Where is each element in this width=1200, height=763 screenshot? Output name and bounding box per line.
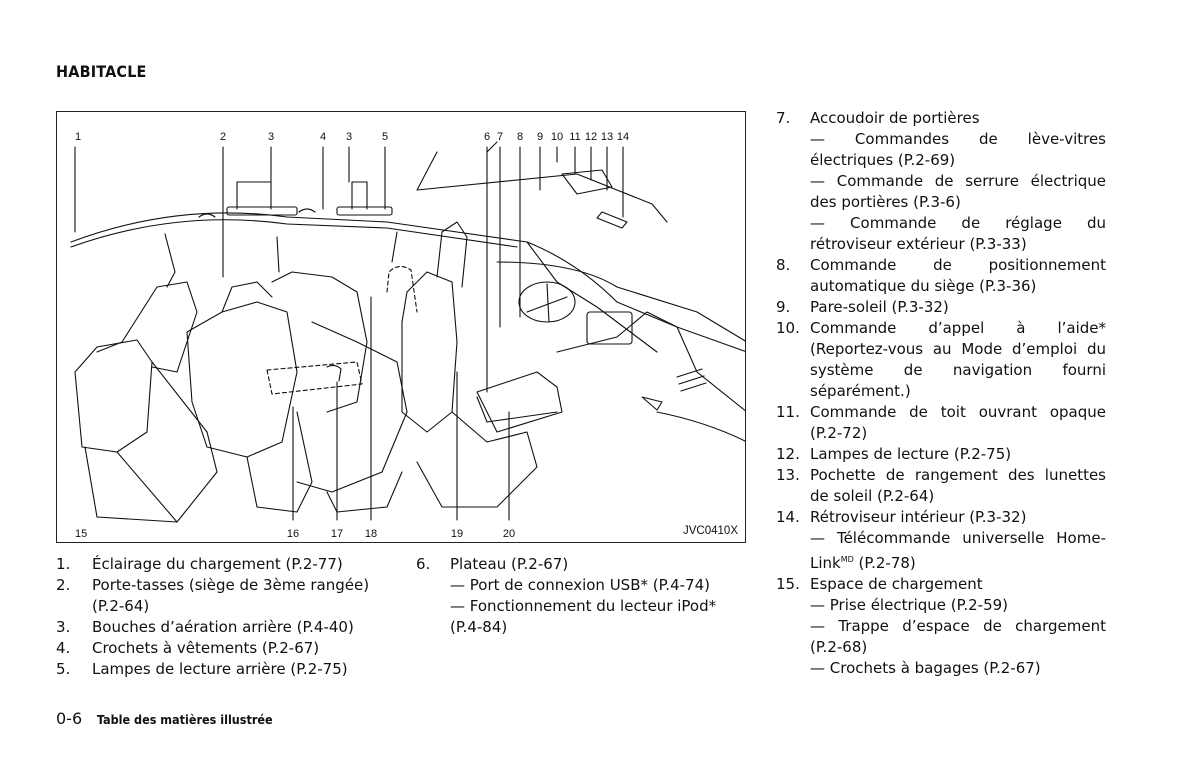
- item-text: Crochets à vêtements (P.2-67): [92, 639, 320, 657]
- list-item: 9. Pare-soleil (P.3-32): [776, 297, 1106, 318]
- list-item: 8. Commande de positionnement automatique…: [776, 255, 1106, 297]
- callout-number: 16: [287, 528, 299, 540]
- item-number: 8.: [776, 256, 791, 274]
- item-number: 15.: [776, 575, 800, 593]
- item-number: 4.: [56, 639, 71, 657]
- item-number: 7.: [776, 109, 791, 127]
- callout-number: 5: [382, 131, 388, 143]
- item-text: Lampes de lecture arrière (P.2-75): [92, 660, 348, 678]
- callout-number: 2: [220, 131, 226, 143]
- callout-number: 13: [601, 131, 613, 143]
- item-text: Accoudoir de portières: [810, 109, 980, 127]
- callout-number: 20: [503, 528, 515, 540]
- item-subtext: — Port de connexion USB* (P.4-74): [450, 576, 710, 594]
- callout-number: 4: [320, 131, 326, 143]
- list-item: 14. Rétroviseur intérieur (P.3-32) — Tél…: [776, 507, 1106, 574]
- list-item: 12. Lampes de lecture (P.2-75): [776, 444, 1106, 465]
- item-subtext: — Commandes de lève-vitres électriques (…: [810, 130, 1106, 169]
- callout-number: 18: [365, 528, 377, 540]
- page-number: 0-6: [56, 709, 83, 728]
- item-number: 13.: [776, 466, 800, 484]
- list-item: 11. Commande de toit ouvrant opaque (P.2-…: [776, 402, 1106, 444]
- item-text: Pochette de rangement des lunettes de so…: [810, 466, 1106, 505]
- item-number: 6.: [416, 555, 431, 573]
- trademark-mark: MD: [840, 555, 854, 564]
- item-number: 1.: [56, 555, 71, 573]
- item-text: Porte-tasses (siège de 3ème rangée) (P.2…: [92, 576, 370, 615]
- callout-number: 1: [75, 131, 81, 143]
- callout-number: 10: [551, 131, 563, 143]
- item-subtext: — Trappe d’espace de chargement (P.2-68): [810, 617, 1106, 656]
- item-number: 5.: [56, 660, 71, 678]
- callout-number: 11: [569, 131, 580, 143]
- list-item: 2. Porte-tasses (siège de 3ème rangée) (P…: [56, 575, 396, 617]
- list-item: 3. Bouches d’aération arrière (P.4-40): [56, 617, 396, 638]
- footer-title: Table des matières illustrée: [96, 712, 273, 727]
- item-text: Bouches d’aération arrière (P.4-40): [92, 618, 354, 636]
- item-number: 12.: [776, 445, 800, 463]
- page-footer: 0-6 Table des matières illustrée: [56, 709, 273, 728]
- callout-number: 7: [497, 131, 503, 143]
- list-item: 7. Accoudoir de portières — Commandes de…: [776, 108, 1106, 255]
- item-text: Pare-soleil (P.3-32): [810, 298, 949, 316]
- callout-number: 3: [268, 131, 274, 143]
- list-item: 13. Pochette de rangement des lunettes de…: [776, 465, 1106, 507]
- item-text: Commande de toit ouvrant opaque (P.2-72): [810, 403, 1106, 442]
- legend-list-3: 7. Accoudoir de portières — Commandes de…: [776, 108, 1106, 679]
- item-text: Plateau (P.2-67): [450, 555, 569, 573]
- item-text: Lampes de lecture (P.2-75): [810, 445, 1012, 463]
- section-title: HABITACLE: [56, 62, 147, 81]
- callout-number: 17: [331, 528, 343, 540]
- callout-number: 15: [75, 528, 87, 540]
- item-text: Espace de chargement: [810, 575, 983, 593]
- item-subtext: — Commande de serrure électrique des por…: [810, 172, 1106, 211]
- callout-number: 6: [484, 131, 490, 143]
- list-item: 4. Crochets à vêtements (P.2-67): [56, 638, 396, 659]
- callout-number: 3: [346, 131, 352, 143]
- item-number: 14.: [776, 508, 800, 526]
- item-text: Commande de positionnement automatique d…: [810, 256, 1106, 295]
- item-subtext: — Prise électrique (P.2-59): [810, 596, 1009, 614]
- list-item: 6. Plateau (P.2-67) — Port de connexion …: [416, 554, 746, 638]
- callout-number: 8: [517, 131, 523, 143]
- callout-number: 12: [585, 131, 597, 143]
- item-subtext: — Fonctionnement du lecteur iPod* (P.4-8…: [450, 597, 717, 636]
- item-number: 3.: [56, 618, 71, 636]
- item-subtext: — Télécommande universelle Home-LinkMD (…: [776, 528, 1106, 574]
- legend-list-1: 1. Éclairage du chargement (P.2-77) 2. Por…: [56, 554, 396, 680]
- callout-number: 9: [537, 131, 543, 143]
- legend-list-2: 6. Plateau (P.2-67) — Port de connexion …: [416, 554, 746, 638]
- item-subtext: — Crochets à bagages (P.2-67): [810, 659, 1041, 677]
- list-item: 5. Lampes de lecture arrière (P.2-75): [56, 659, 396, 680]
- item-text: Commande d’appel à l’aide* (Reportez-vou…: [810, 319, 1106, 400]
- item-number: 2.: [56, 576, 71, 594]
- item-subtext: — Commande de réglage du rétroviseur ext…: [810, 214, 1106, 253]
- item-text: Éclairage du chargement (P.2-77): [92, 555, 343, 573]
- homelink-text: — Télécommande universelle Home-Link: [810, 529, 1106, 572]
- callout-number: 14: [617, 131, 629, 143]
- item-number: 11.: [776, 403, 800, 421]
- homelink-ref: (P.2-78): [853, 554, 916, 572]
- item-text: Rétroviseur intérieur (P.3-32): [810, 508, 1027, 526]
- callout-number: 19: [451, 528, 463, 540]
- list-item: 15. Espace de chargement — Prise électri…: [776, 574, 1106, 679]
- item-number: 9.: [776, 298, 791, 316]
- item-number: 10.: [776, 319, 800, 337]
- list-item: 10. Commande d’appel à l’aide* (Reportez-…: [776, 318, 1106, 402]
- list-item: 1. Éclairage du chargement (P.2-77): [56, 554, 396, 575]
- figure-code: JVC0410X: [683, 525, 738, 537]
